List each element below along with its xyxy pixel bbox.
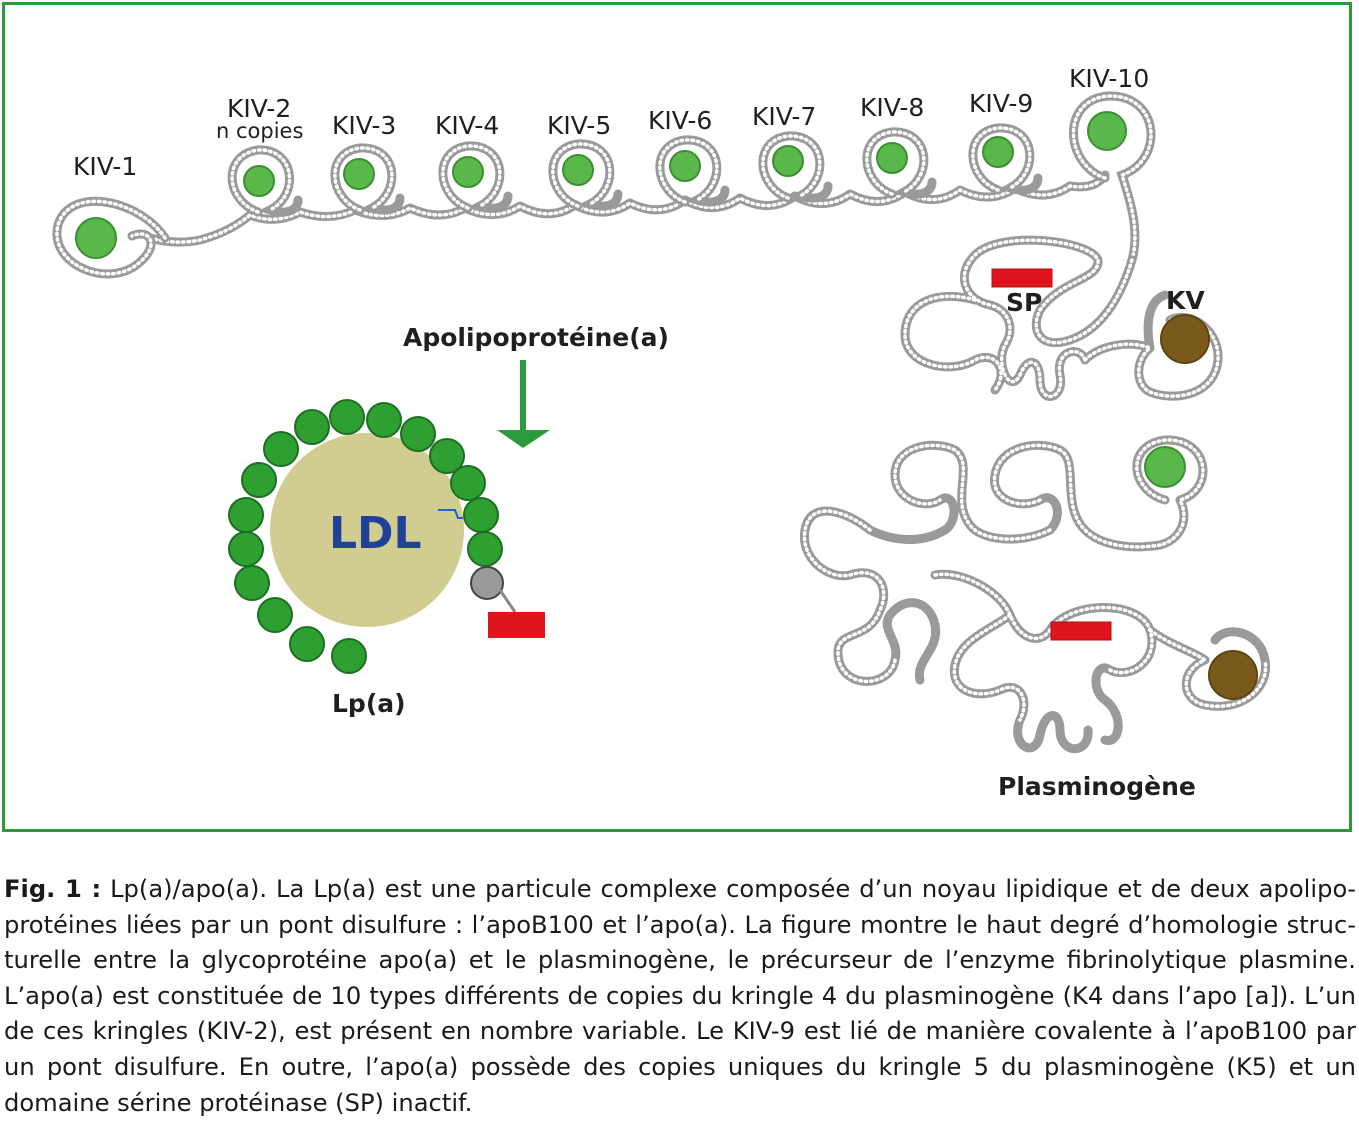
kiv3-domain <box>343 158 375 190</box>
plasminogen-kv-domain <box>1208 650 1258 700</box>
kringle-domains <box>75 111 1127 259</box>
kiv6-label: KIV-6 <box>648 106 713 135</box>
kiv7-domain <box>772 145 804 177</box>
caption-text: Lp(a)/apo(a). La Lp(a) est une particule… <box>4 875 1356 1117</box>
sp-label: SP <box>1006 288 1043 317</box>
disulfide-bridge <box>438 509 463 519</box>
kiv10-domain <box>1087 111 1127 151</box>
kiv9-domain <box>982 136 1014 168</box>
kiv7-label: KIV-7 <box>752 102 817 131</box>
kiv2-domain <box>243 165 275 197</box>
plasminogen-sp-domain <box>1050 621 1112 641</box>
ldl-core <box>270 433 464 627</box>
kiv8-domain <box>876 142 908 174</box>
apoa-sp-domain <box>991 268 1053 288</box>
down-arrow <box>497 360 550 448</box>
kiv9-label: KIV-9 <box>969 89 1034 118</box>
kiv2-label: KIV-2 <box>227 94 292 123</box>
apolipoprotein-a-label: Apolipoprotéine(a) <box>403 323 669 352</box>
plasminogen-label: Plasminogène <box>998 772 1196 801</box>
plasminogen-kringle-domain <box>1144 446 1186 488</box>
kiv1-label: KIV-1 <box>73 152 138 181</box>
apob100-kringle-ring <box>228 399 503 674</box>
apoa-kv-domain <box>1160 314 1210 364</box>
kiv5-label: KIV-5 <box>547 111 612 140</box>
caption-label: Fig. 1 : <box>4 875 102 903</box>
figure-caption: Fig. 1 : Lp(a)/apo(a). La Lp(a) est une … <box>4 872 1356 1121</box>
kv-link-domain <box>470 566 504 600</box>
kiv5-domain <box>562 154 594 186</box>
kiv6-domain <box>669 150 701 182</box>
kiv2-copies-note: n copies <box>216 119 304 143</box>
kiv8-label: KIV-8 <box>860 93 925 122</box>
ldl-label: LDL <box>329 508 422 559</box>
lpa-diagram <box>52 91 1271 754</box>
kiv4-domain <box>452 156 484 188</box>
lpa-label: Lp(a) <box>332 689 406 718</box>
kiv4-label: KIV-4 <box>435 111 500 140</box>
lpa-tail <box>498 589 517 613</box>
kiv3-label: KIV-3 <box>332 111 397 140</box>
kiv1-domain <box>75 217 117 259</box>
kv-label: KV <box>1166 286 1205 315</box>
apoa-chain-inner <box>148 173 1107 244</box>
kiv10-label: KIV-10 <box>1069 64 1150 93</box>
lpa-sp-domain <box>488 612 545 638</box>
